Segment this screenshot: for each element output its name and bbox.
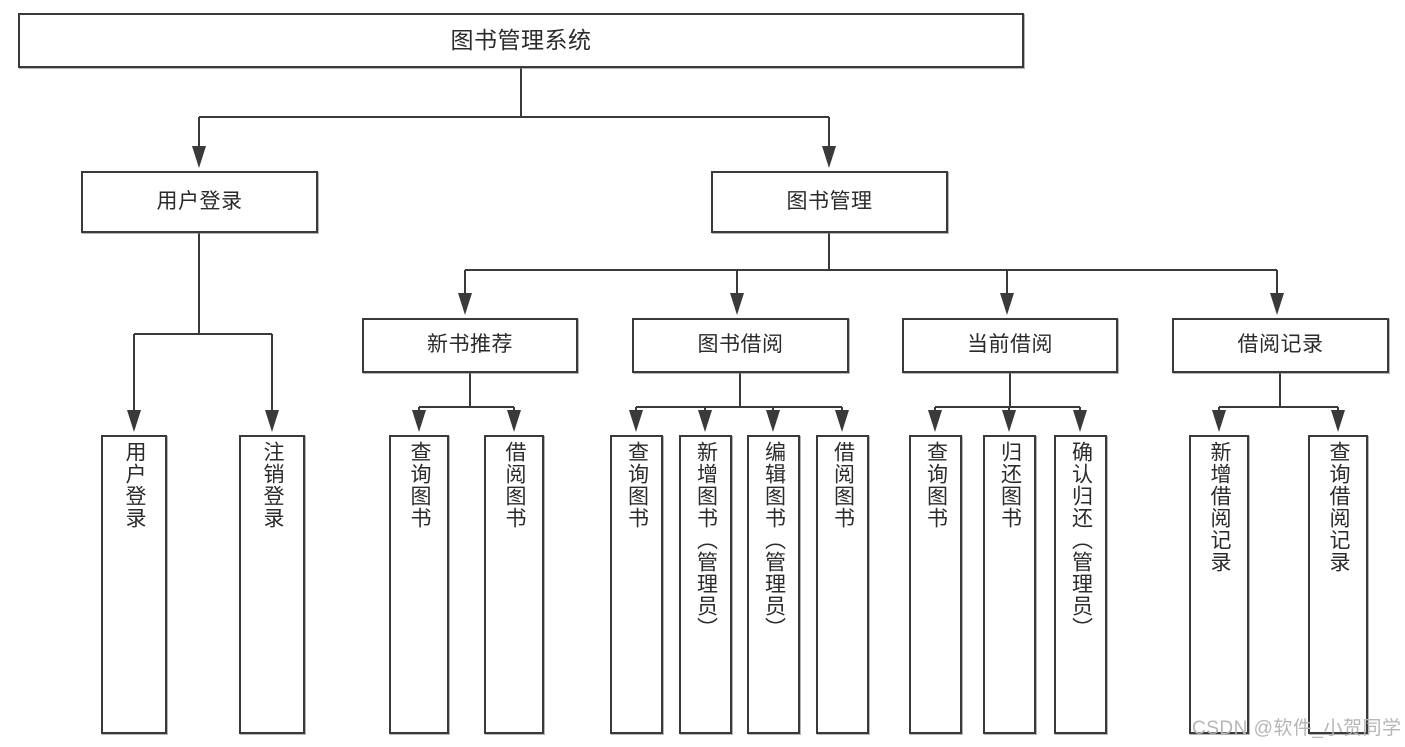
node-leaf-3-label: 借阅图书 (503, 441, 527, 529)
node-l3-3[interactable]: 借阅记录 (1172, 318, 1389, 373)
node-leaf-3[interactable]: 借阅图书 (484, 435, 544, 734)
node-l2-1[interactable]: 图书管理 (711, 171, 948, 233)
node-leaf-0[interactable]: 用户登录 (101, 435, 167, 734)
node-l2-0-label: 用户登录 (156, 189, 243, 213)
node-leaf-6-label: 编辑图书（管理员） (762, 441, 786, 639)
node-leaf-8-label: 查询图书 (924, 441, 948, 529)
node-leaf-5[interactable]: 新增图书（管理员） (679, 435, 732, 734)
node-leaf-5-label: 新增图书（管理员） (694, 441, 718, 639)
node-leaf-9[interactable]: 归还图书 (983, 435, 1036, 734)
node-l3-2-label: 当前借阅 (967, 333, 1053, 357)
node-leaf-2[interactable]: 查询图书 (389, 435, 449, 734)
node-leaf-0-label: 用户登录 (123, 441, 147, 529)
node-leaf-4-label: 查询图书 (625, 441, 649, 529)
node-leaf-11[interactable]: 新增借阅记录 (1189, 435, 1249, 734)
node-leaf-11-label: 新增借阅记录 (1208, 441, 1232, 573)
node-leaf-10[interactable]: 确认归还（管理员） (1054, 435, 1107, 734)
node-l3-2[interactable]: 当前借阅 (902, 318, 1118, 373)
node-leaf-7-label: 借阅图书 (831, 441, 855, 529)
node-l3-0[interactable]: 新书推荐 (362, 318, 578, 373)
node-l2-1-label: 图书管理 (786, 189, 873, 213)
node-leaf-12[interactable]: 查询借阅记录 (1308, 435, 1368, 734)
node-l3-0-label: 新书推荐 (427, 333, 513, 357)
node-leaf-1[interactable]: 注销登录 (239, 435, 305, 734)
node-leaf-2-label: 查询图书 (408, 441, 432, 529)
node-l3-1[interactable]: 图书借阅 (632, 318, 849, 373)
node-leaf-8[interactable]: 查询图书 (909, 435, 962, 734)
node-root-label: 图书管理系统 (450, 26, 592, 53)
node-leaf-4[interactable]: 查询图书 (610, 435, 663, 734)
node-leaf-10-label: 确认归还（管理员） (1069, 441, 1093, 639)
node-l3-1-label: 图书借阅 (697, 333, 784, 357)
node-root[interactable]: 图书管理系统 (18, 13, 1024, 68)
node-leaf-12-label: 查询借阅记录 (1327, 441, 1351, 573)
node-leaf-1-label: 注销登录 (261, 441, 285, 529)
node-leaf-9-label: 归还图书 (998, 441, 1022, 529)
node-leaf-6[interactable]: 编辑图书（管理员） (747, 435, 800, 734)
node-l2-0[interactable]: 用户登录 (81, 171, 318, 233)
watermark: CSDN @软件_小贺同学 (1192, 718, 1402, 739)
node-l3-3-label: 借阅记录 (1237, 333, 1324, 357)
node-leaf-7[interactable]: 借阅图书 (816, 435, 869, 734)
